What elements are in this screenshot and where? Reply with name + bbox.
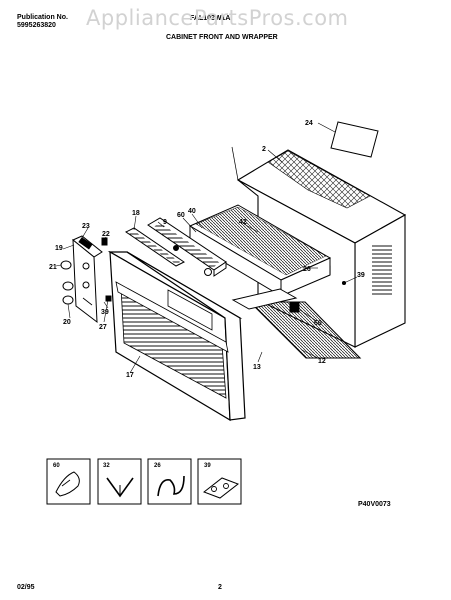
callout-2: 2 — [262, 146, 266, 153]
leader-lines — [55, 122, 358, 374]
inset-label-3: 26 — [154, 463, 161, 469]
model-number: FAL103W1A — [190, 15, 231, 22]
callout-60-upper: 60 — [177, 212, 185, 219]
cabinet-inner-panel — [188, 204, 332, 297]
bottom-rail — [231, 288, 300, 313]
publication-number: 5995263820 — [17, 22, 56, 29]
callout-39-left: 39 — [101, 309, 109, 316]
footer-date: 02/95 — [17, 584, 35, 591]
callout-18: 18 — [132, 210, 140, 217]
callout-17: 17 — [126, 372, 134, 379]
callout-numbers: 24 2 23 18 9 60 40 42 22 19 21 20 27 39 … — [49, 120, 365, 379]
callout-21: 21 — [49, 264, 57, 271]
callout-20: 20 — [63, 319, 71, 326]
callout-13: 13 — [253, 364, 261, 371]
callout-39-right: 39 — [357, 272, 365, 279]
callout-42: 42 — [239, 219, 247, 226]
watermark: AppliancePartsPros.com — [86, 6, 349, 30]
air-deflector — [147, 217, 227, 277]
publication-label: Publication No. — [17, 14, 68, 21]
inset-label-4: 39 — [204, 463, 211, 469]
control-panel — [72, 235, 103, 324]
inset-box-2 — [97, 458, 142, 505]
inset-box-4 — [197, 458, 242, 505]
inset-box-3 — [147, 458, 192, 505]
section-title: CABINET FRONT AND WRAPPER — [166, 34, 278, 41]
label-plate — [330, 121, 379, 158]
front-louver — [125, 227, 212, 276]
callout-9: 9 — [163, 219, 167, 226]
callout-40: 40 — [188, 208, 196, 215]
callout-22: 22 — [102, 231, 110, 238]
inset-label-2: 32 — [103, 463, 110, 469]
page-number: 2 — [218, 584, 222, 591]
cabinet-front — [107, 250, 246, 422]
callout-19: 19 — [55, 245, 63, 252]
filter-screen — [248, 301, 362, 359]
callout-23: 23 — [82, 223, 90, 230]
callout-60-lower: 60 — [314, 320, 322, 327]
callout-27: 27 — [99, 324, 107, 331]
figure-code: P40V0073 — [358, 501, 391, 508]
inset-box-1 — [46, 458, 91, 505]
control-knob — [60, 237, 112, 305]
inset-label-1: 60 — [53, 463, 60, 469]
callout-26: 26 — [303, 266, 311, 273]
callout-12: 12 — [318, 358, 326, 365]
callout-24: 24 — [305, 120, 313, 127]
